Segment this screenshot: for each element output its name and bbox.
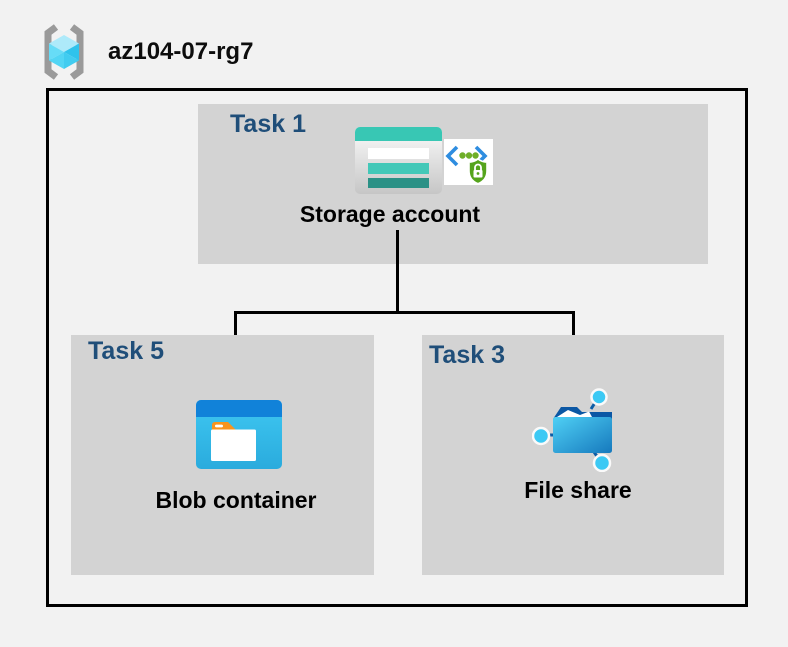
task3-title: Task 3	[429, 341, 505, 369]
blob-container-label: Blob container	[155, 487, 317, 513]
secure-access-icon	[444, 139, 493, 185]
file-share-icon	[532, 388, 612, 472]
storage-account-label: Storage account	[299, 201, 481, 227]
resource-group-boundary	[46, 88, 748, 607]
resource-group-name: az104-07-rg7	[108, 38, 254, 65]
task1-title: Task 1	[230, 110, 306, 138]
file-share-label: File share	[524, 477, 632, 503]
connector-horizontal	[234, 311, 575, 314]
task5-title: Task 5	[88, 337, 164, 365]
resource-group-icon	[44, 24, 84, 80]
panel-task3-file-share	[422, 335, 724, 575]
storage-account-icon	[355, 127, 442, 194]
connector-trunk	[396, 230, 399, 312]
blob-container-icon	[196, 400, 282, 469]
